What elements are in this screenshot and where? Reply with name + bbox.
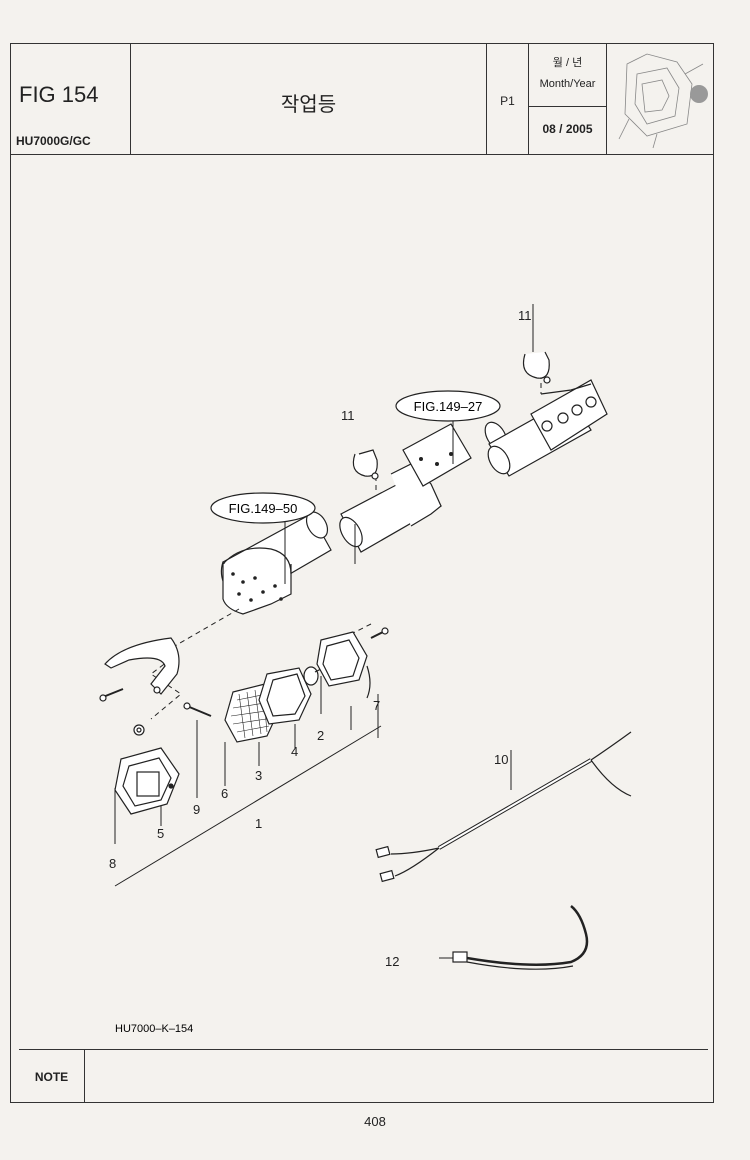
clamp-11-right bbox=[522, 351, 551, 384]
part-number-5: 5 bbox=[157, 826, 164, 841]
part-number-1: 1 bbox=[255, 816, 262, 831]
screw-7 bbox=[370, 627, 389, 639]
note-row: NOTE bbox=[19, 1049, 708, 1105]
nut-8 bbox=[133, 724, 145, 736]
part-number-3: 3 bbox=[255, 768, 262, 783]
machine-thumbnail-icon bbox=[618, 53, 708, 149]
figure-number: FIG 154 bbox=[19, 82, 99, 107]
clamp-11-left bbox=[352, 449, 379, 480]
lamp-body bbox=[316, 631, 371, 699]
bracket-6 bbox=[104, 637, 180, 695]
tube-middle bbox=[339, 421, 508, 553]
part-number-11-right: 11 bbox=[518, 308, 532, 323]
lamp-housing-5 bbox=[114, 747, 180, 815]
tube-right bbox=[487, 379, 608, 477]
part-number-11-left: 11 bbox=[341, 408, 355, 423]
cable-tie-12 bbox=[452, 905, 589, 970]
leader-lines bbox=[114, 304, 534, 959]
bolt-9 bbox=[183, 702, 212, 717]
month-year-cell: 월 / 년 Month/Year 08 / 2005 bbox=[529, 44, 607, 154]
note-label: NOTE bbox=[19, 1050, 85, 1103]
callout-ellipse-149-27 bbox=[395, 390, 501, 422]
gasket-4 bbox=[258, 667, 312, 725]
figure-cell: FIG 154 HU7000G/GC bbox=[11, 44, 131, 154]
part-number-6: 6 bbox=[221, 786, 228, 801]
title-cell: 작업등 bbox=[131, 44, 487, 154]
month-year-label-ko: 월 / 년 bbox=[552, 57, 583, 69]
month-year-label-en: Month/Year bbox=[539, 78, 596, 90]
part-number-2: 2 bbox=[317, 728, 324, 743]
callout-fig-149-27: FIG.149–27 bbox=[414, 399, 483, 414]
header: FIG 154 HU7000G/GC 작업등 P1 월 / 년 Month/Ye… bbox=[11, 44, 713, 155]
part-number-7: 7 bbox=[373, 698, 380, 713]
part-number-9: 9 bbox=[193, 802, 200, 817]
page-title: 작업등 bbox=[280, 94, 337, 116]
part-number-10: 10 bbox=[494, 752, 508, 767]
callout-ellipse-149-50 bbox=[210, 492, 316, 524]
part-number-4: 4 bbox=[291, 744, 298, 759]
month-year-divider bbox=[529, 106, 606, 107]
callout-fig-149-50: FIG.149–50 bbox=[229, 501, 298, 516]
parts-diagram: FIG.149–50 FIG.149–27 11 11 7 2 4 3 6 1 … bbox=[99, 304, 632, 1035]
part-number-12: 12 bbox=[385, 954, 399, 969]
model-name: HU7000G/GC bbox=[16, 134, 91, 148]
harness-10 bbox=[375, 731, 632, 883]
month-year-value: 08 / 2005 bbox=[542, 122, 593, 136]
page-code: P1 bbox=[500, 94, 515, 108]
page-code-cell: P1 bbox=[487, 44, 529, 154]
tube-left bbox=[220, 511, 332, 615]
bolt-left bbox=[99, 688, 124, 702]
drawing-code: HU7000–K–154 bbox=[115, 1023, 193, 1035]
part-number-8: 8 bbox=[109, 856, 116, 871]
machine-thumbnail-cell bbox=[607, 44, 715, 154]
page-frame: FIG 154 HU7000G/GC 작업등 P1 월 / 년 Month/Ye… bbox=[10, 43, 714, 1103]
page-number: 408 bbox=[364, 1114, 386, 1129]
